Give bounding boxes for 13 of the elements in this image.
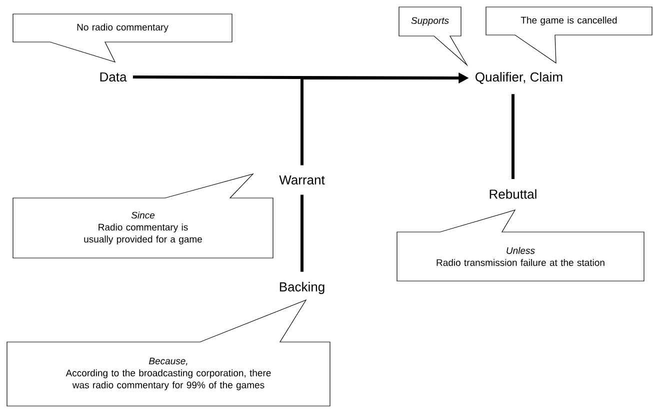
- term-label: Backing: [280, 282, 324, 294]
- callout: The game is cancelled: [486, 6, 652, 64]
- callout: No radio commentary: [12, 14, 232, 62]
- term-label: Data: [100, 72, 127, 82]
- term-label: Warrant: [279, 175, 325, 185]
- callout: Because, According to the broadcasting corporation, there was radio commentary for 99% of the games: [6, 299, 330, 406]
- callout: Supports: [398, 6, 468, 66]
- term-label: Rebuttal: [490, 189, 536, 199]
- callout: Since Radio commentary is usually provided for a game: [12, 173, 274, 258]
- callout: Unless Radio transmission failure at the station: [396, 210, 644, 282]
- term-label: Qualifier, Claim: [476, 72, 562, 84]
- connector-line: [300, 194, 304, 272]
- connector-line: [512, 94, 514, 180]
